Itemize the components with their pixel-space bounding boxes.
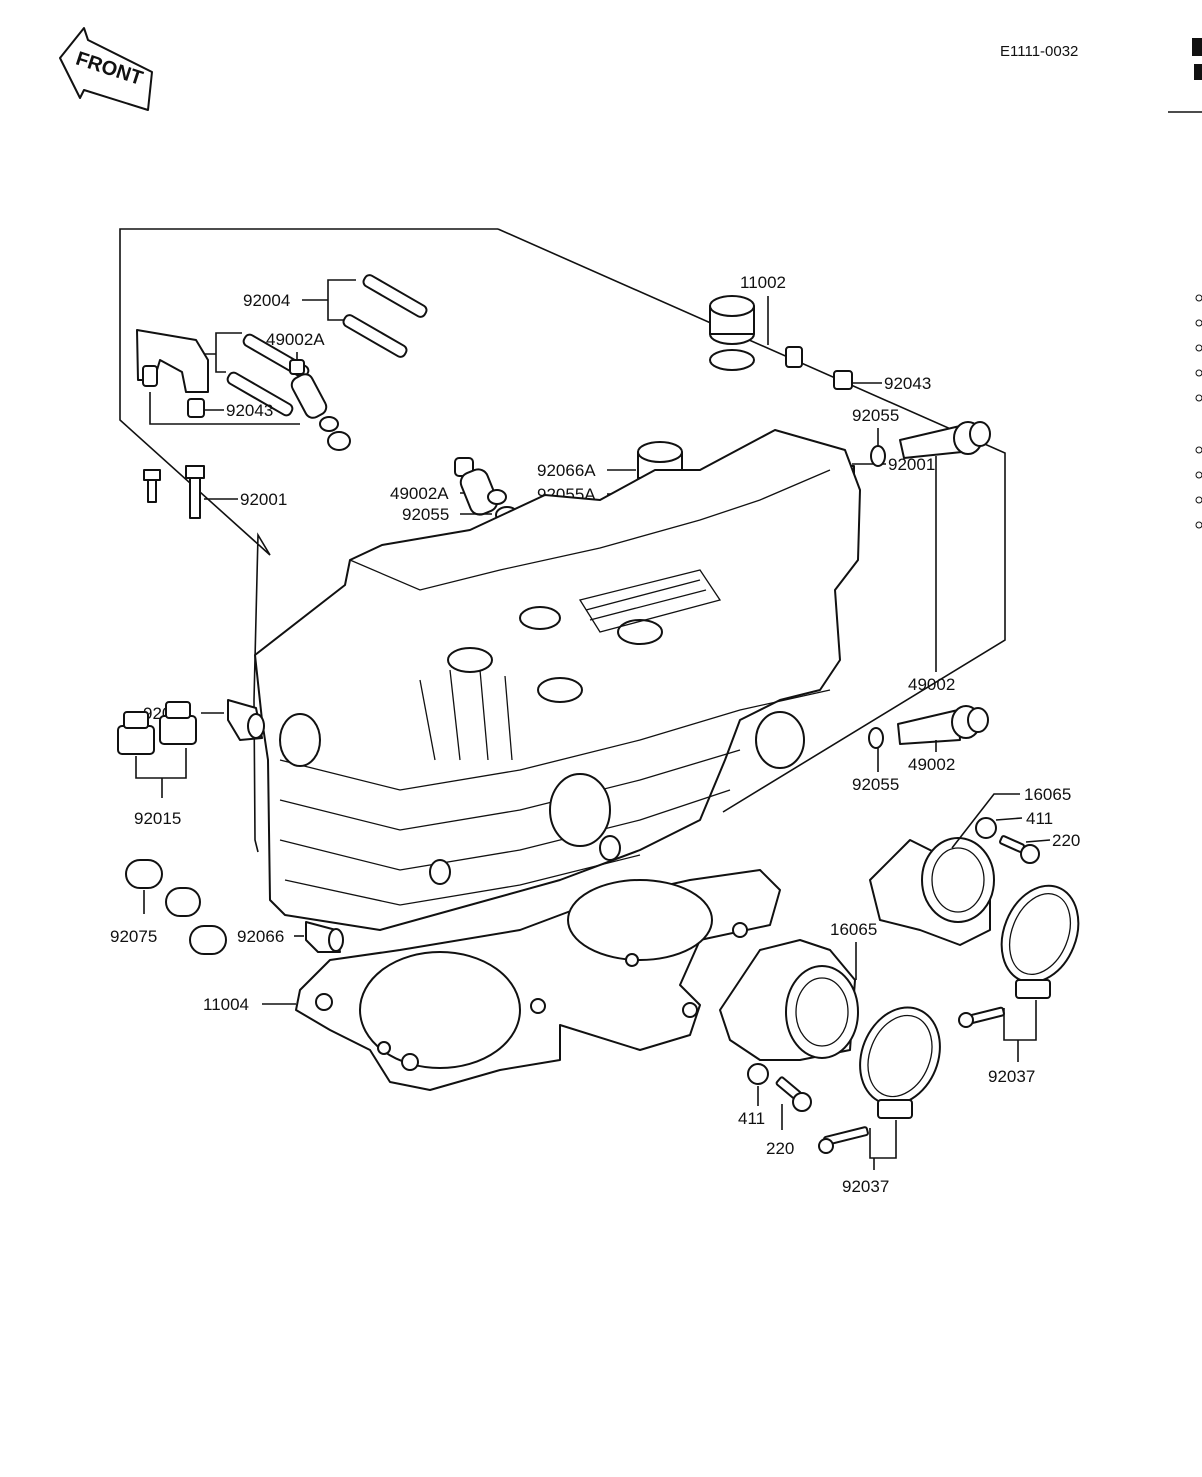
clamp-92037-upper <box>958 884 1080 1028</box>
plug-92075 <box>125 859 227 955</box>
callout-49002A-left: 49002A <box>266 330 325 349</box>
fitting-49002-upper <box>899 421 991 459</box>
leader-dowel-left <box>149 392 300 425</box>
callout-411-upper: 411 <box>1026 809 1053 828</box>
callout-411-lower: 411 <box>738 1109 765 1128</box>
callout-220-upper: 220 <box>1052 831 1080 850</box>
fitting-49002A-top <box>454 457 507 516</box>
cap-92015 <box>117 701 197 755</box>
washer-411-upper <box>975 817 997 839</box>
callout-11004: 11004 <box>203 995 249 1014</box>
callout-92055-right-lower: 92055 <box>852 775 899 794</box>
fitting-49002-lower <box>897 705 989 745</box>
plug-92066-left <box>227 699 265 741</box>
callout-16065-lower: 16065 <box>830 920 877 939</box>
fitting-49002A-left <box>289 359 351 451</box>
clamp-92037-lower <box>818 1006 941 1154</box>
callout-92001-right: 92001 <box>888 455 935 474</box>
callout-92066A: 92066A <box>537 461 596 480</box>
washer-92055-right-lower <box>868 727 884 749</box>
dowel-left-a <box>142 365 158 387</box>
callout-11002: 11002 <box>740 273 786 292</box>
intake-holder-16065-upper <box>869 837 995 946</box>
assembly-boundary-right <box>497 228 1006 813</box>
plug-92066-lower <box>305 921 344 953</box>
callout-92075: 92075 <box>110 927 157 946</box>
intake-holder-16065-lower <box>719 939 859 1061</box>
screw-220-upper <box>999 835 1040 864</box>
leader-411-upper <box>995 817 1023 821</box>
leader-92004-lower <box>194 332 242 373</box>
dowel-left-b <box>187 398 205 418</box>
assembly-boundary <box>119 228 498 853</box>
callout-220-lower: 220 <box>766 1139 794 1158</box>
leader-16065-upper <box>951 793 1020 849</box>
leader-92037-lower <box>869 1120 897 1159</box>
callout-16065-upper: 16065 <box>1024 785 1071 804</box>
cylinder-head-11002 <box>254 429 861 931</box>
leader-220-upper <box>1025 839 1051 843</box>
callout-92043-left: 92043 <box>226 401 273 420</box>
screw-220-lower <box>775 1076 812 1112</box>
callout-92001-left: 92001 <box>240 490 287 509</box>
bolt-92001-left <box>143 465 205 519</box>
callout-92066-lower: 92066 <box>237 927 284 946</box>
callout-92043-right: 92043 <box>884 374 931 393</box>
callout-92055-right-upper: 92055 <box>852 406 899 425</box>
front-arrow-icon: FRONT <box>59 27 153 111</box>
callout-92037-upper: 92037 <box>988 1067 1035 1086</box>
dowel-right-a <box>785 346 803 368</box>
callout-49002-lower: 49002 <box>908 755 955 774</box>
leader-92004-upper <box>302 279 356 321</box>
callout-92037-lower: 92037 <box>842 1177 889 1196</box>
leader-92037-upper <box>1003 1000 1037 1041</box>
plug-92066A-lower <box>709 295 755 371</box>
callout-49002A-top: 49002A <box>390 484 449 503</box>
washer-411-lower <box>747 1063 769 1085</box>
callout-92055-top: 92055 <box>402 505 449 524</box>
callout-92004-upper: 92004 <box>243 291 290 310</box>
washer-92055-right-upper <box>870 445 886 467</box>
callout-49002-upper: 49002 <box>908 675 955 694</box>
callout-92015: 92015 <box>134 809 181 828</box>
head-gasket-11004 <box>295 869 781 1091</box>
page-edge-marks <box>1192 38 1202 529</box>
document-code: E1111-0032 <box>1000 43 1078 60</box>
leader-92015 <box>135 748 187 779</box>
dowel-right-b <box>833 370 853 390</box>
